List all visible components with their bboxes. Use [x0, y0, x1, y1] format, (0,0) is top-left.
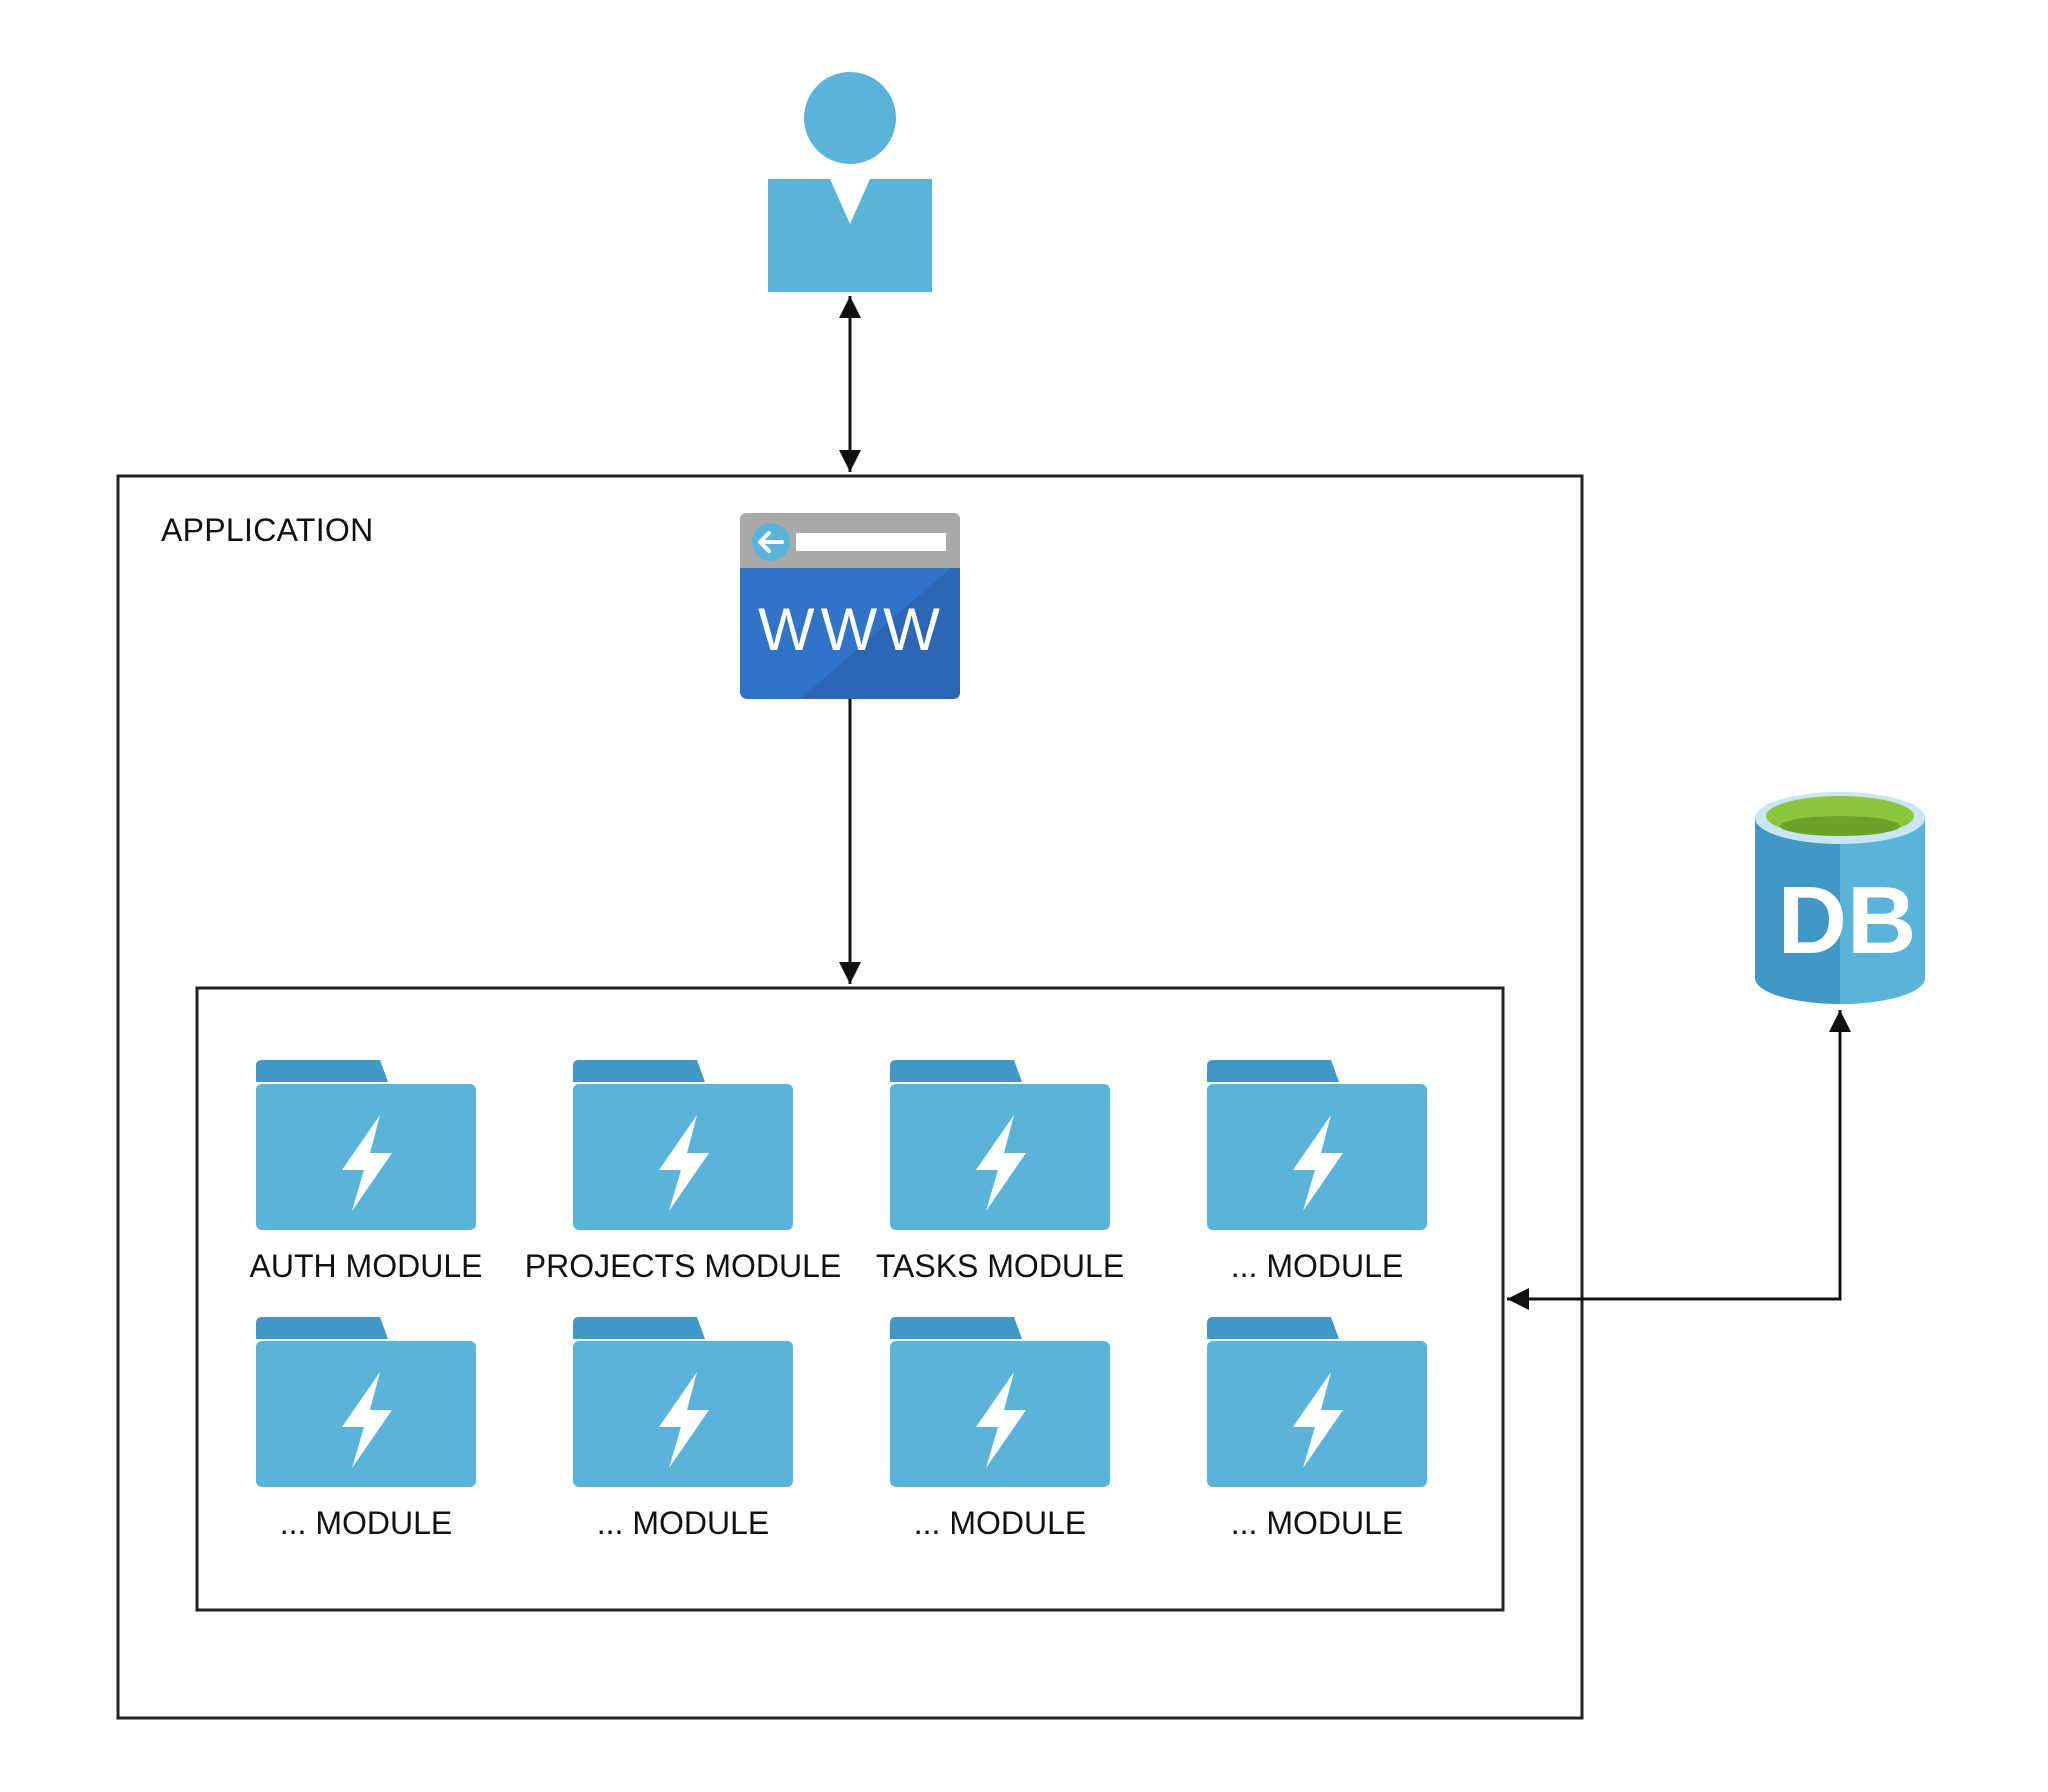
- module-label: TASKS MODULE: [875, 1248, 1125, 1284]
- browser-icon: [740, 513, 960, 699]
- lightning-icon: [1293, 1115, 1343, 1211]
- module-label: AUTH MODULE: [249, 1248, 483, 1284]
- lightning-icon: [1293, 1372, 1343, 1468]
- lightning-icon: [976, 1115, 1026, 1211]
- modules-db-connector: [1507, 1010, 1851, 1310]
- module-folder-icon: [573, 1317, 793, 1487]
- module-folder-icon: [890, 1060, 1110, 1230]
- lightning-icon: [342, 1115, 392, 1211]
- module-label: ... MODULE: [1230, 1248, 1404, 1284]
- module-folder-icon: [256, 1060, 476, 1230]
- module-label: ... MODULE: [279, 1505, 453, 1541]
- database-icon: [1755, 792, 1925, 1004]
- database-text: DB: [1777, 867, 1917, 974]
- user-icon: [768, 72, 932, 292]
- module-folder-icon: [573, 1060, 793, 1230]
- lightning-icon: [976, 1372, 1026, 1468]
- module-label: ... MODULE: [596, 1505, 770, 1541]
- module-label: ... MODULE: [1230, 1505, 1404, 1541]
- module-folder-icon: [1207, 1060, 1427, 1230]
- module-folder-icon: [890, 1317, 1110, 1487]
- application-label: APPLICATION: [161, 512, 374, 548]
- module-folder-icon: [1207, 1317, 1427, 1487]
- lightning-icon: [342, 1372, 392, 1468]
- module-label: PROJECTS MODULE: [524, 1248, 842, 1284]
- module-folder-icon: [256, 1317, 476, 1487]
- browser-www-text: WWW: [758, 596, 946, 663]
- modules-container: [195, 986, 1505, 1612]
- lightning-icon: [659, 1115, 709, 1211]
- lightning-icon: [659, 1372, 709, 1468]
- module-label: ... MODULE: [913, 1505, 1087, 1541]
